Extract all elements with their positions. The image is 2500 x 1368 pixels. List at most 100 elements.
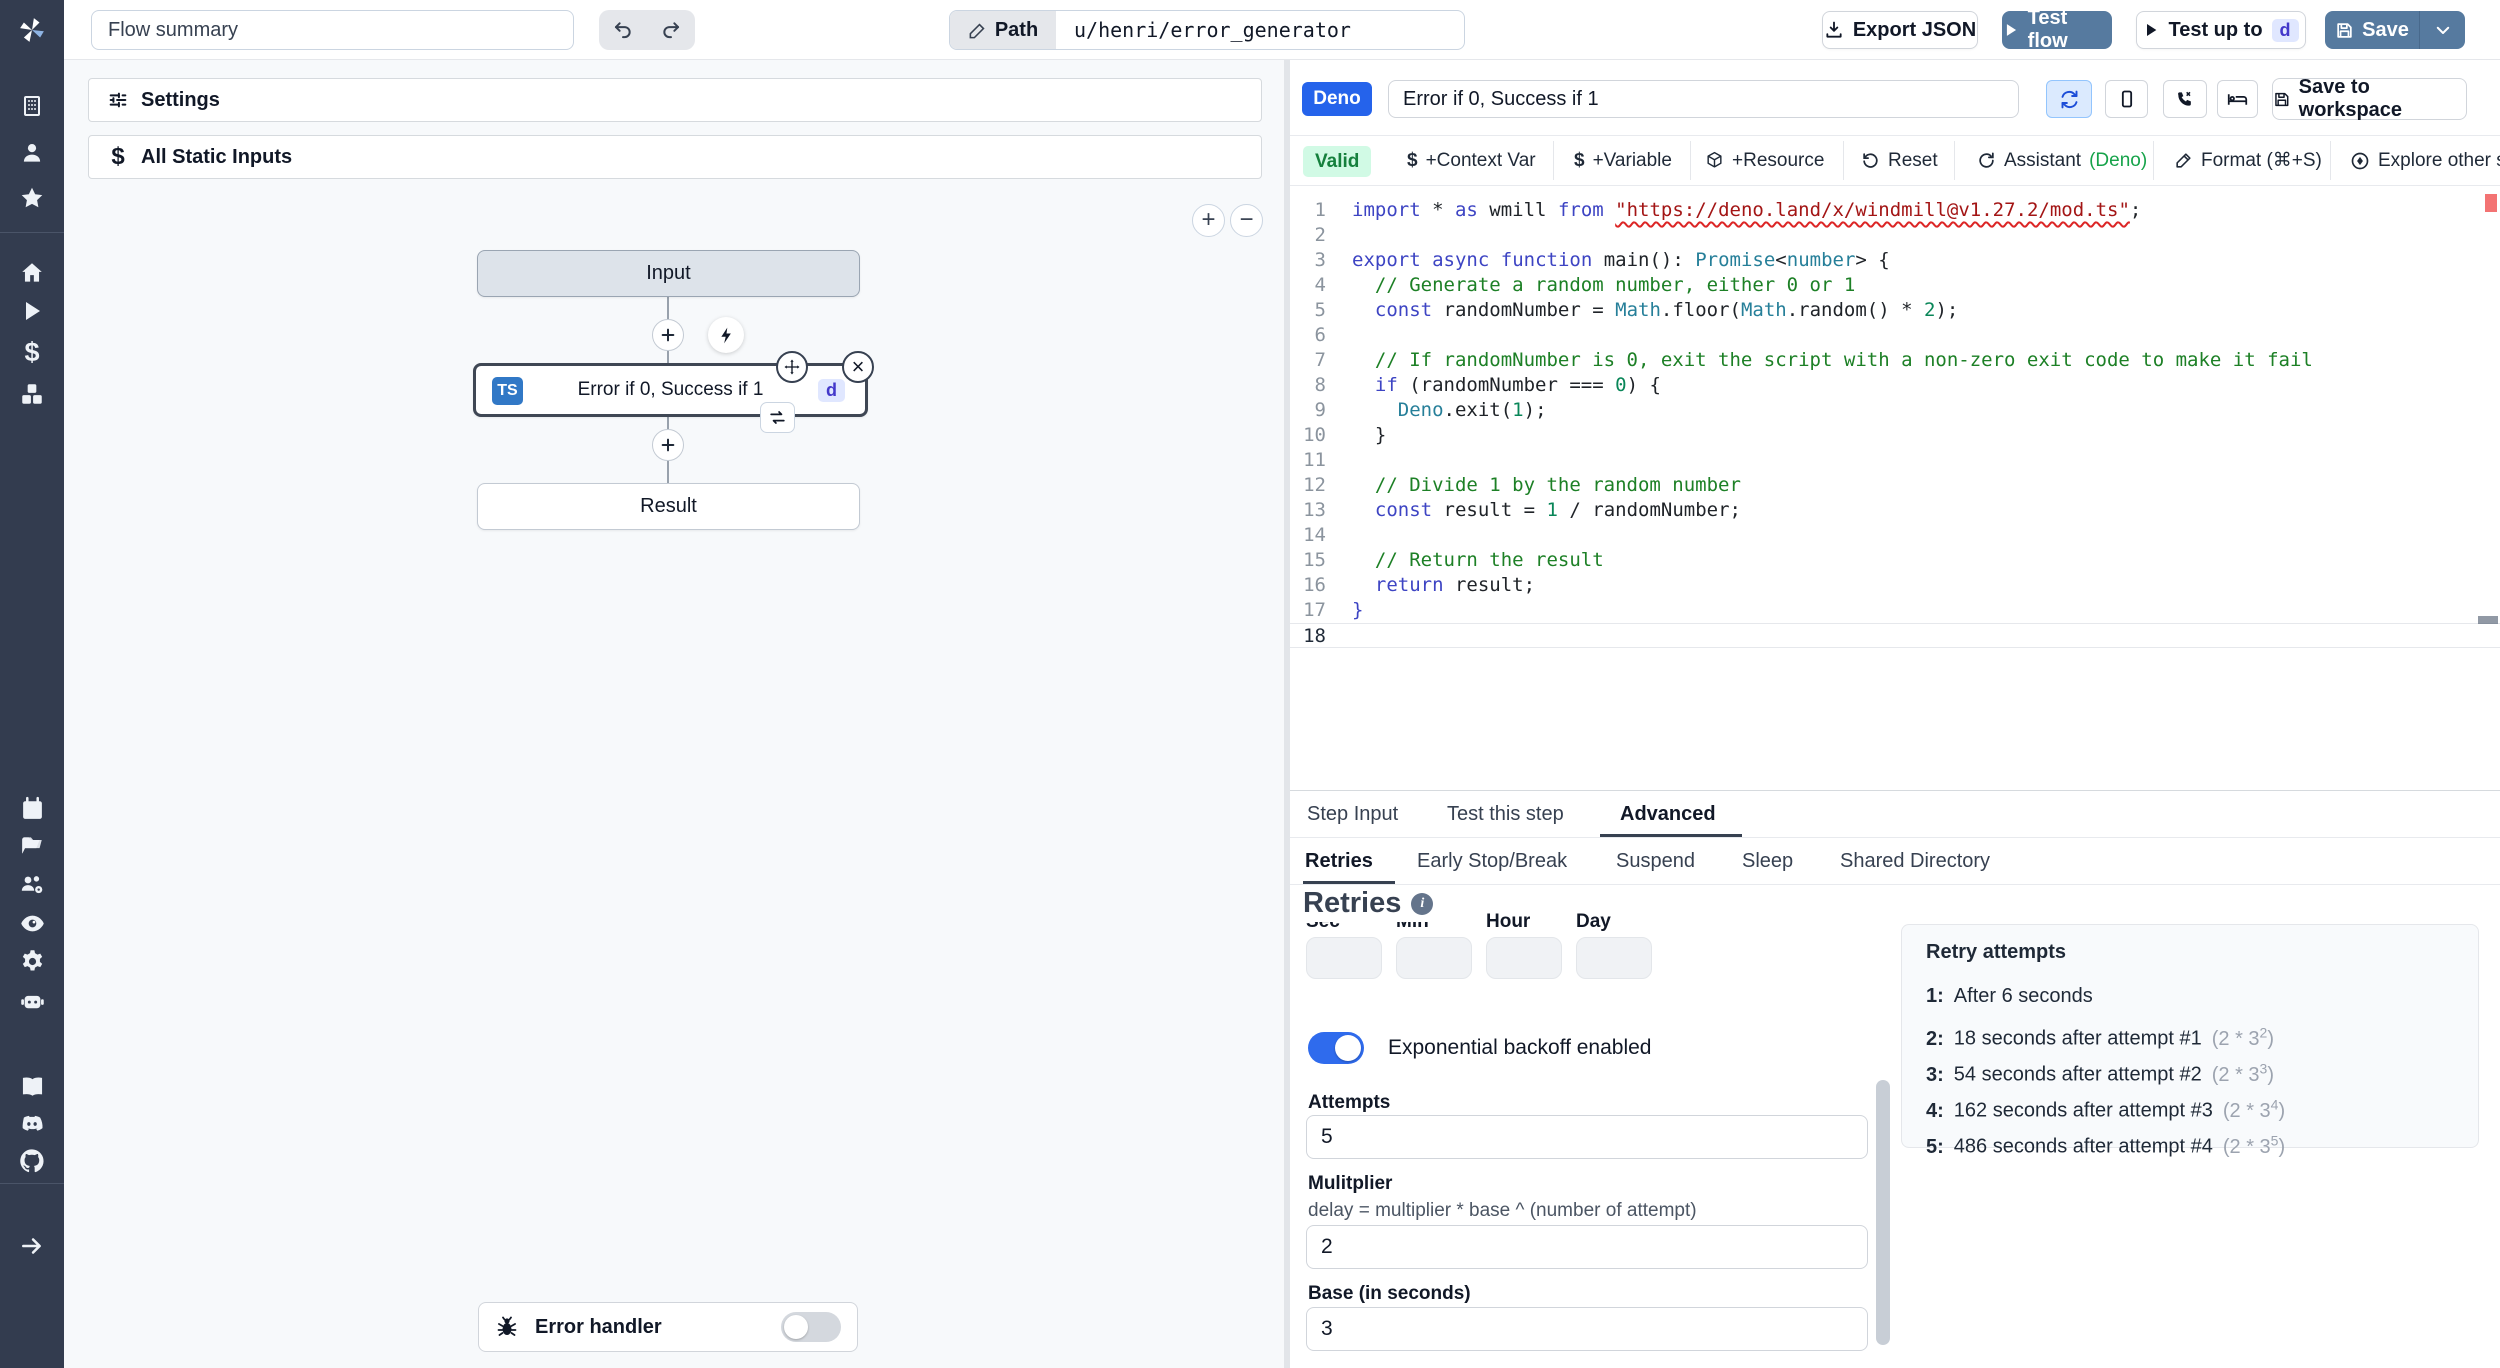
input-node[interactable]: Input: [477, 250, 860, 297]
github-icon[interactable]: [0, 1143, 64, 1179]
discord-icon[interactable]: [0, 1106, 64, 1142]
folders-icon[interactable]: [0, 828, 64, 864]
flow-summary-input[interactable]: [91, 10, 574, 50]
tab-test-this-step[interactable]: Test this step: [1447, 802, 1564, 825]
path-field[interactable]: Path u/henri/error_generator: [949, 10, 1465, 50]
retries-scrollbar-thumb[interactable]: [1876, 1080, 1890, 1345]
code-line-8[interactable]: 8 if (randomNumber === 0) {: [1314, 374, 1661, 396]
code-line-9[interactable]: 9 Deno.exit(1);: [1314, 399, 1547, 421]
base-input[interactable]: [1306, 1307, 1868, 1351]
insert-step-button[interactable]: [652, 429, 684, 461]
test-up-to-button[interactable]: Test up to d: [2136, 11, 2306, 49]
result-node[interactable]: Result: [477, 483, 860, 530]
time-unit-input[interactable]: [1396, 937, 1472, 979]
retries-toggle-button[interactable]: [2046, 80, 2092, 118]
time-unit-input[interactable]: [1576, 937, 1652, 979]
close-icon: ×: [851, 354, 865, 379]
flow-settings-row[interactable]: Settings: [88, 78, 1262, 122]
graph-zoom-out-button[interactable]: −: [1230, 204, 1263, 237]
tab-advanced[interactable]: Advanced: [1620, 802, 1716, 825]
suspend-button[interactable]: [2163, 80, 2207, 118]
code-line-17[interactable]: 17}: [1303, 599, 1364, 621]
tab-shared-directory[interactable]: Shared Directory: [1840, 849, 1991, 872]
code-line-11[interactable]: 11: [1303, 449, 1326, 471]
early-stop-button[interactable]: [2105, 80, 2148, 118]
add-variable-button[interactable]: $ +Variable: [1574, 149, 1672, 171]
code-line-18[interactable]: 18: [1290, 623, 2500, 648]
assistant-button[interactable]: Assistant (Deno): [1977, 136, 2147, 185]
phone-icon: [2178, 91, 2191, 106]
code-line-6[interactable]: 6: [1314, 324, 1326, 346]
redo-button[interactable]: [647, 10, 695, 50]
code-line-15[interactable]: 15 // Return the result: [1303, 549, 1604, 571]
all-static-inputs-row[interactable]: $ All Static Inputs: [88, 135, 1262, 179]
home-icon[interactable]: [0, 255, 64, 291]
step-title-input[interactable]: [1388, 80, 2019, 118]
step-node-selected[interactable]: TS Error if 0, Success if 1 d: [473, 363, 868, 417]
export-json-button[interactable]: Export JSON: [1822, 11, 1978, 49]
format-brush-icon: [2176, 153, 2191, 168]
expand-sidebar-arrow-icon[interactable]: [0, 1228, 64, 1264]
settings-gear-icon[interactable]: [0, 943, 64, 979]
play-icon: [2147, 24, 2157, 36]
graph-zoom-in-button[interactable]: +: [1192, 204, 1225, 237]
info-icon[interactable]: i: [1411, 892, 1434, 915]
resources-cubes-icon[interactable]: [0, 376, 64, 412]
step-retry-indicator-button[interactable]: [760, 402, 795, 433]
add-context-var-button[interactable]: $ +Context Var: [1407, 149, 1536, 171]
tab-sleep[interactable]: Sleep: [1742, 849, 1794, 872]
tab-step-input[interactable]: Step Input: [1307, 802, 1399, 825]
panel-splitter[interactable]: [1284, 60, 1290, 1368]
code-line-7[interactable]: 7 // If randomNumber is 0, exit the scri…: [1314, 349, 2313, 371]
format-button[interactable]: Format (⌘+S): [2174, 136, 2322, 185]
delete-step-button[interactable]: ×: [842, 351, 874, 383]
runs-play-icon[interactable]: [0, 293, 64, 329]
save-dropdown-button[interactable]: [2419, 11, 2465, 49]
explore-scripts-button[interactable]: Explore other s: [2350, 136, 2500, 185]
error-handler-row[interactable]: Error handler: [478, 1302, 858, 1352]
code-line-4[interactable]: 4 // Generate a random number, either 0 …: [1314, 274, 1856, 296]
variables-dollar-icon[interactable]: $: [24, 336, 40, 367]
tab-early-stop-break[interactable]: Early Stop/Break: [1417, 849, 1568, 872]
code-line-12[interactable]: 12 // Divide 1 by the random number: [1303, 474, 1741, 496]
workers-robot-icon[interactable]: [0, 983, 64, 1019]
path-value[interactable]: u/henri/error_generator: [1074, 18, 1351, 42]
windmill-logo-icon[interactable]: [0, 12, 64, 48]
editor-scrollbar-thumb[interactable]: [2478, 616, 2498, 624]
test-flow-button[interactable]: Test flow: [2002, 7, 2112, 52]
language-badge[interactable]: Deno: [1302, 82, 1372, 116]
multiplier-input[interactable]: [1306, 1225, 1868, 1269]
code-line-16[interactable]: 16 return result;: [1303, 574, 1536, 596]
error-handler-toggle[interactable]: [781, 1312, 841, 1342]
add-resource-button[interactable]: +Resource: [1705, 136, 1824, 185]
tab-retries[interactable]: Retries: [1305, 849, 1373, 872]
time-unit-input[interactable]: [1486, 937, 1562, 979]
docs-book-icon[interactable]: [0, 1068, 64, 1104]
attempts-input[interactable]: [1306, 1115, 1868, 1159]
code-line-14[interactable]: 14: [1303, 524, 1326, 546]
sleep-button[interactable]: [2217, 80, 2258, 118]
insert-step-button[interactable]: [652, 319, 684, 351]
code-line-2[interactable]: 2: [1314, 224, 1326, 246]
schedules-calendar-icon[interactable]: [0, 790, 64, 826]
workspace-building-icon[interactable]: [0, 88, 64, 124]
save-to-workspace-button[interactable]: Save to workspace: [2272, 76, 2467, 121]
trigger-bolt-button[interactable]: [708, 317, 744, 353]
groups-users-gear-icon[interactable]: [0, 866, 64, 902]
code-line-5[interactable]: 5 const randomNumber = Math.floor(Math.r…: [1314, 299, 1959, 321]
user-icon[interactable]: [0, 135, 64, 171]
save-button[interactable]: Save: [2325, 11, 2419, 49]
move-step-button[interactable]: [776, 351, 808, 383]
code-line-10[interactable]: 10 }: [1303, 424, 1387, 446]
time-unit-input[interactable]: [1306, 937, 1382, 979]
exponential-backoff-toggle[interactable]: [1308, 1032, 1364, 1064]
favorites-star-icon[interactable]: [0, 180, 64, 216]
tab-suspend[interactable]: Suspend: [1616, 849, 1695, 872]
undo-button[interactable]: [599, 10, 647, 50]
code-line-13[interactable]: 13 const result = 1 / randomNumber;: [1303, 499, 1741, 521]
reset-button[interactable]: Reset: [1861, 136, 1938, 185]
audit-logs-eye-icon[interactable]: [0, 905, 64, 941]
